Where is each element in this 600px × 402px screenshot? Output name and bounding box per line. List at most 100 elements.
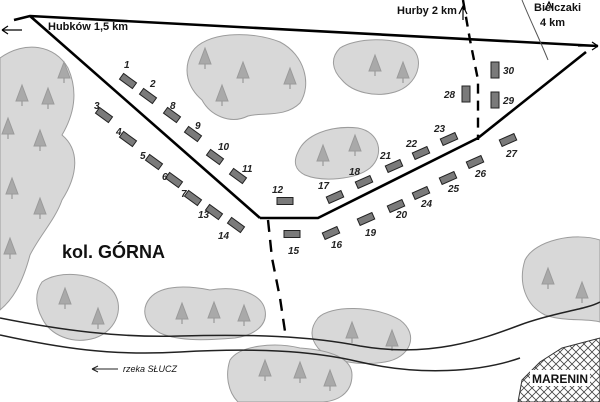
forest-south-center [144,286,266,341]
building-number-11: 11 [242,164,253,175]
colony-road-east [477,50,587,140]
building-number-18: 18 [349,167,361,178]
building-28 [461,85,471,103]
building-number-19: 19 [365,228,377,239]
building-6 [164,171,184,189]
building-number-5: 5 [140,151,146,162]
river-bank-south [0,334,521,372]
building-12 [276,197,294,205]
building-27 [498,132,518,148]
tree-icon [1,116,15,139]
south-dashed-path [266,219,288,339]
building-23 [439,131,459,147]
building-24 [411,185,431,201]
tree-icon [33,128,47,151]
river-arrow-icon [91,365,118,373]
marenin-label: MARENIN [532,372,588,386]
building-10 [205,148,225,166]
bielczaki-distance-label: 4 km [540,17,565,29]
building-9 [183,125,203,143]
tree-icon [237,303,251,326]
tree-icon [575,280,589,303]
building-11 [228,167,248,185]
tree-icon [345,320,359,343]
building-number-22: 22 [405,139,418,150]
tree-icon [316,143,330,166]
building-number-13: 13 [198,210,210,221]
building-number-24: 24 [420,199,433,210]
building-number-26: 26 [474,169,487,180]
building-number-1: 1 [124,60,130,71]
road-arrow-west-icon [1,25,22,35]
hurby-dashed-path [461,0,480,140]
colony-name-label: kol. GÓRNA [62,241,165,262]
hurby-road-label: Hurby 2 km [397,5,457,17]
forest-west [0,46,76,311]
building-22 [411,145,431,161]
building-13 [204,203,224,221]
tree-icon [198,46,212,69]
building-number-28: 28 [443,90,456,101]
bielczaki-label: Bielczaki [534,2,581,14]
tree-icon [57,60,71,83]
building-number-8: 8 [170,101,176,112]
forest-east [521,236,600,323]
hubkow-road-label: Hubków 1,5 km [48,21,128,33]
tree-icon [3,236,17,259]
building-number-27: 27 [505,149,518,160]
tree-icon [215,83,229,106]
road-arrow-east-icon [578,41,599,51]
building-4 [118,130,138,148]
building-number-25: 25 [447,184,460,195]
tree-icon [368,53,382,76]
forest-middle [294,126,379,180]
colony-road-bend [260,136,479,220]
trees [1,46,589,391]
forest-south [227,344,353,402]
tree-icon [91,306,105,329]
building-3 [94,106,114,124]
tree-icon [207,300,221,323]
building-15 [283,230,301,238]
tree-icon [58,286,72,309]
tree-icon [15,83,29,106]
building-number-15: 15 [288,246,300,257]
building-number-21: 21 [379,151,392,162]
building-20 [386,198,406,214]
tree-icon [236,60,250,83]
building-26 [465,154,485,170]
building-number-2: 2 [149,79,156,90]
river-label: rzeka SŁUCZ [123,364,178,374]
buildings [94,61,518,241]
building-29 [490,91,500,109]
building-number-10: 10 [218,142,230,153]
tree-icon [396,60,410,83]
building-7 [183,189,203,207]
building-25 [438,170,458,186]
building-number-17: 17 [318,181,330,192]
tree-icon [348,133,362,156]
building-8 [162,106,182,124]
building-number-12: 12 [272,185,284,196]
building-number-7: 7 [181,189,187,200]
tree-icon [33,196,47,219]
building-16 [321,225,341,241]
tree-icon [283,66,297,89]
building-number-29: 29 [502,96,515,107]
building-30 [490,61,500,79]
colony-road-diagonal [29,15,261,219]
tree-icon [175,301,189,324]
tree-icon [41,86,55,109]
bielczaki-road [521,0,549,61]
tree-icon [5,176,19,199]
tree-icon [258,358,272,381]
river-bank-north [0,301,600,351]
building-numbers: 1 2 3 4 5 6 7 8 9 10 11 12 13 14 15 16 1… [94,60,518,257]
building-1 [118,72,138,90]
building-14 [226,216,246,234]
tree-icon [323,368,337,391]
building-number-3: 3 [94,101,100,112]
tree-icon [293,360,307,383]
building-18 [354,174,374,190]
